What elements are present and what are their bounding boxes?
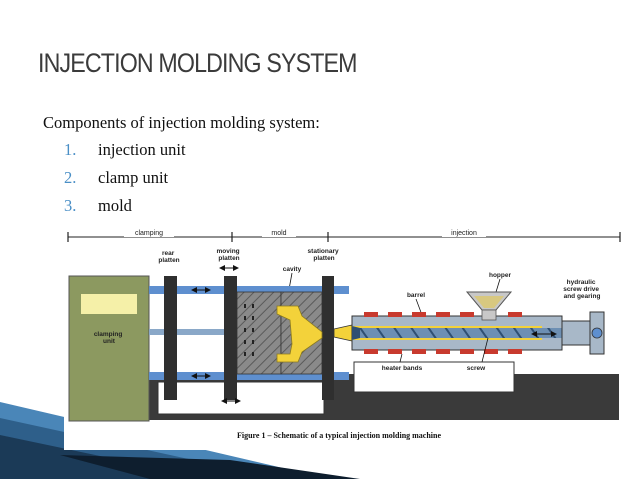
svg-text:stationary platten: stationary platten [308,248,341,262]
list-item: 2. clamp unit [64,168,186,196]
figure-caption: Figure 1 – Schematic of a typical inject… [237,431,442,440]
label-screw: screw [467,365,486,372]
label-clamping-unit-2: unit [103,338,116,345]
label-moving-platten-2: platten [218,255,239,262]
list-number: 3. [64,196,77,215]
list-text: mold [98,196,132,215]
svg-text:hydraulic screw drive: hydraulic screw drive and gearing [563,279,601,300]
slide-title: INJECTION MOLDING SYSTEM [38,48,358,78]
section-label-clamping: clamping [135,230,163,237]
heater-bands [364,312,522,354]
svg-text:clamping unit: clamping unit [94,331,124,345]
label-barrel: barrel [407,292,425,299]
mold-moving-half [236,291,282,375]
screw-drive [561,320,591,346]
list-item: 3. mold [64,196,186,224]
svg-text:rear platten: rear platten [158,250,179,264]
label-hydraulic: hydraulic [567,279,596,286]
list-number: 2. [64,168,77,187]
label-cavity: cavity [283,266,302,273]
label-rear-platten-2: platten [158,257,179,264]
clamping-unit-panel [81,294,137,314]
label-moving-platten: moving [217,248,240,255]
moving-platen [224,276,237,400]
tie-bar-top [149,286,349,294]
label-stationary-platten: stationary [308,248,339,255]
label-clamping-unit: clamping [94,331,123,338]
label-rear-platten: rear [162,250,175,257]
rear-platen [164,276,177,400]
stationary-platen [322,276,334,400]
list-number: 1. [64,140,77,159]
label-hydraulic-2: screw drive [563,286,599,293]
slide-subtitle: Components of injection molding system: [43,113,320,132]
component-list: 1. injection unit 2. clamp unit 3. mold [64,140,186,224]
list-item: 1. injection unit [64,140,186,168]
label-hydraulic-3: and gearing [564,293,601,300]
label-stationary-platten-2: platten [313,255,334,262]
mold-cavity [276,305,323,363]
list-text: clamp unit [98,168,169,187]
svg-text:moving platten: moving platten [217,248,242,262]
injection-molding-schematic: clamping mold injection rear platten mov… [64,224,624,450]
section-label-mold: mold [271,230,286,237]
tie-bar-bottom [149,372,349,380]
section-label-injection: injection [451,230,477,237]
screw [360,328,565,338]
label-hopper: hopper [489,272,511,279]
label-heater-bands: heater bands [382,365,423,372]
list-text: injection unit [98,140,186,159]
